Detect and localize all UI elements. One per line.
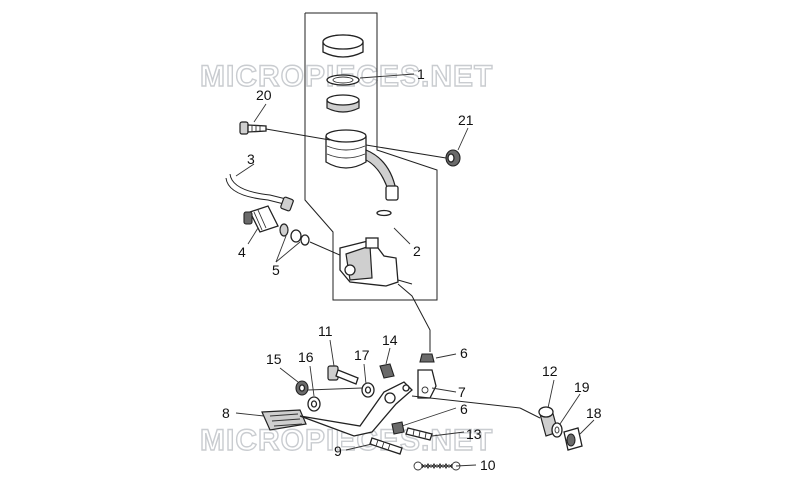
- nut-6-lower: [391, 421, 405, 435]
- brake-hose-3: [225, 173, 295, 212]
- callout-15: 15: [266, 351, 282, 367]
- callout-6-upper: 6: [460, 345, 468, 361]
- callout-16: 16: [298, 349, 314, 365]
- bushing-18: [563, 427, 583, 451]
- callout-2: 2: [413, 243, 421, 259]
- clevis-7: [417, 369, 437, 399]
- reservoir-body: [325, 129, 399, 217]
- callout-14: 14: [382, 332, 398, 348]
- callout-8: 8: [222, 405, 230, 421]
- screw-20: [239, 121, 267, 135]
- grommet-21: [445, 149, 461, 167]
- nut-6-upper: [419, 353, 435, 363]
- reservoir-gasket: [326, 74, 360, 86]
- leader-lines: [235, 73, 595, 467]
- washer-19: [551, 422, 563, 438]
- callout-labels: 1 2 3 4 5 6 6 7 8 9 10 11 12 13 14 15 16…: [222, 66, 602, 473]
- callout-7: 7: [458, 384, 466, 400]
- callout-13: 13: [466, 426, 482, 442]
- bolt-13: [405, 427, 433, 441]
- reservoir-frame: [304, 12, 438, 301]
- pivot-bolt-11: [327, 365, 359, 385]
- pin-9: [369, 437, 403, 455]
- reservoir-cap: [322, 34, 364, 58]
- callout-21: 21: [458, 112, 474, 128]
- callout-12: 12: [542, 363, 558, 379]
- washer-17: [361, 382, 375, 398]
- spring-10: [413, 461, 461, 471]
- callout-20: 20: [256, 87, 272, 103]
- callout-17: 17: [354, 347, 370, 363]
- brake-pedal-8: [261, 381, 413, 437]
- callout-3: 3: [247, 151, 255, 167]
- callout-9: 9: [334, 443, 342, 459]
- callout-10: 10: [480, 457, 496, 473]
- master-cylinder: [339, 237, 413, 287]
- washer-16: [307, 396, 321, 412]
- callout-11: 11: [318, 323, 333, 339]
- callout-6-lower: 6: [460, 401, 468, 417]
- banjo-fitting-4: [243, 205, 279, 233]
- callout-18: 18: [586, 405, 602, 421]
- washers-5: [279, 223, 310, 246]
- reservoir-diaphragm: [326, 94, 360, 113]
- callout-19: 19: [574, 379, 590, 395]
- callout-1: 1: [417, 66, 425, 82]
- washer-15: [295, 380, 309, 396]
- callout-4: 4: [238, 244, 246, 260]
- nut-14: [379, 363, 395, 379]
- callout-5: 5: [272, 262, 280, 278]
